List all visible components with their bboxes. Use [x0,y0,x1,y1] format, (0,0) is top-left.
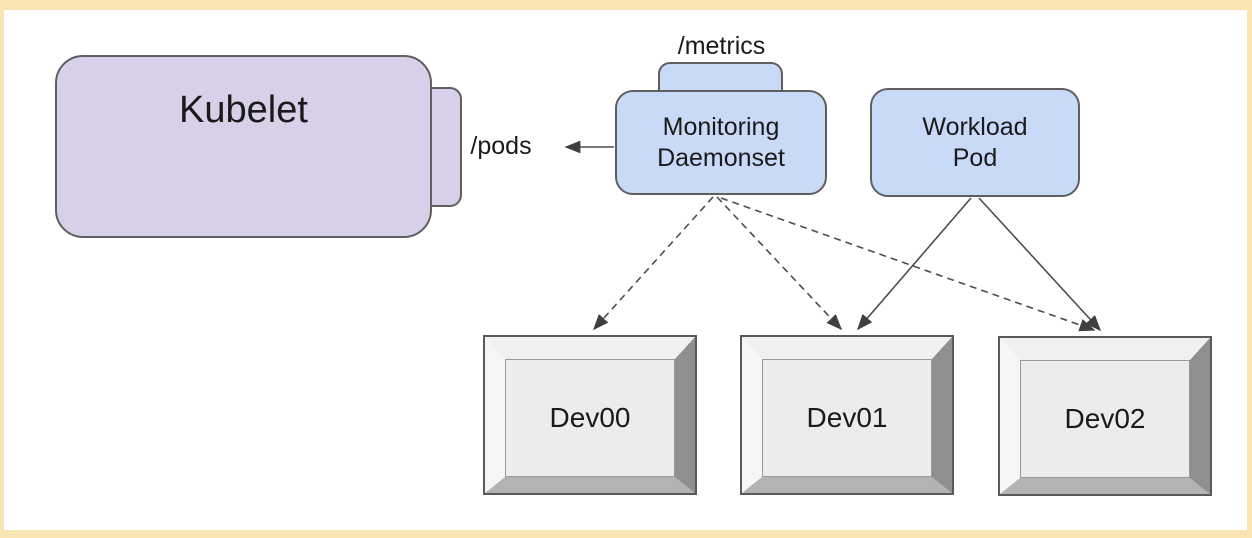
workload-pod-node: Workload Pod [870,88,1080,197]
workload-pod-label-line1: Workload [922,112,1028,141]
edge-workload-to-dev02 [978,197,1102,332]
monitoring-daemonset-node: Monitoring Daemonset [615,90,827,195]
edge-monitoring-to-dev02 [720,197,1096,332]
monitoring-daemonset-label-line2: Daemonset [657,143,785,172]
device-node-dev01: Dev01 [740,335,954,495]
edge-monitoring-to-dev00 [592,196,714,331]
device-node-dev02: Dev02 [998,336,1212,496]
device-label-dev00: Dev00 [549,402,631,433]
monitoring-daemonset-label-line1: Monitoring [662,112,780,141]
device-label-dev01: Dev01 [806,402,888,433]
pods-endpoint-label: /pods [470,132,532,160]
kubelet-label: Kubelet [179,89,308,131]
edge-monitoring-to-dev01 [716,196,843,331]
kubelet-node: Kubelet [55,55,432,238]
device-label-dev02: Dev02 [1064,403,1146,434]
edge-workload-to-dev01 [856,197,972,331]
device-node-dev00: Dev00 [483,335,697,495]
workload-pod-label-line2: Pod [952,143,998,172]
metrics-endpoint-label: /metrics [677,32,766,60]
